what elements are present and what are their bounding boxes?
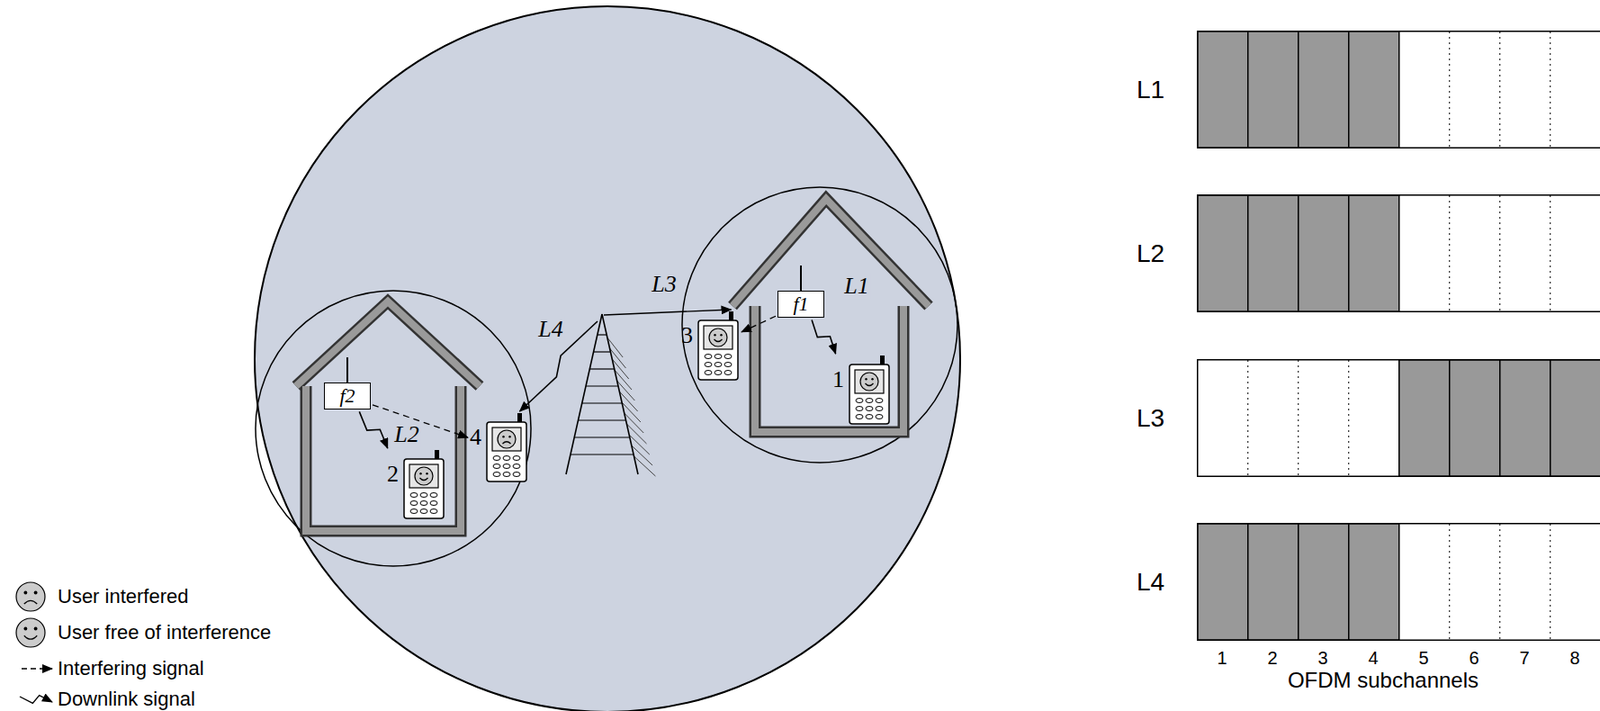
link-label: L1 — [842, 273, 871, 300]
subchannel-bar — [1196, 30, 1600, 149]
subchannel-row: L3 — [1129, 359, 1600, 477]
link-name: L2 — [1129, 239, 1197, 269]
macrocell-area — [254, 6, 961, 711]
femtocell-area — [682, 187, 958, 463]
subchannel-bar — [1196, 522, 1600, 641]
legend-sample — [19, 695, 53, 704]
subchannel-number: 6 — [1466, 647, 1481, 668]
link-name: L3 — [649, 271, 678, 298]
link-name: L4 — [1129, 567, 1197, 597]
subchannel-bar — [1196, 359, 1600, 477]
subchannel-row: L4 — [1129, 522, 1600, 641]
legend-samples — [16, 582, 53, 703]
subchannel-number: 1 — [1214, 647, 1229, 668]
link-label: L2 — [392, 422, 421, 449]
callout-number: 4 — [469, 425, 482, 450]
phone-icon — [696, 311, 740, 382]
legend-entry: Downlink signal — [57, 687, 196, 711]
subchannel-number: 3 — [1315, 647, 1330, 668]
legend-text: User interfered — [57, 584, 189, 608]
link-name: L1 — [1129, 75, 1197, 105]
subchannel-bar — [1196, 194, 1600, 313]
user-phone: 4 — [469, 413, 529, 484]
subchannel-number: 8 — [1567, 647, 1582, 668]
user-phone: 2 — [386, 449, 446, 521]
legend-text: Downlink signal — [57, 687, 196, 711]
femtocell-box: f1 — [777, 290, 825, 318]
user-phone: 1 — [832, 355, 891, 426]
house — [296, 301, 480, 531]
subchannel-number: 7 — [1517, 647, 1531, 668]
femtocell-box: f2 — [323, 382, 371, 410]
legend-entry: User interfered — [57, 584, 189, 609]
link-name: L4 — [536, 316, 565, 343]
callout-number: 3 — [681, 323, 693, 348]
femtocell-name: f1 — [792, 292, 809, 315]
callout-number: 2 — [386, 462, 399, 486]
subchannel-row: L1 — [1129, 30, 1600, 149]
subchannel-row: L2 — [1129, 194, 1600, 313]
axis-title: OFDM subchannels — [1285, 668, 1481, 693]
legend-text: User free of interference — [57, 620, 271, 644]
user-phone: 3 — [681, 311, 740, 382]
downlink-signal — [811, 319, 836, 354]
legend-text: Interfering signal — [57, 656, 205, 680]
phone-icon — [847, 355, 891, 426]
femtocell-name: f2 — [339, 384, 355, 407]
femto-antenna — [800, 265, 802, 291]
downlink-signal — [359, 411, 387, 449]
femto-antenna — [346, 357, 349, 383]
legend-sample — [16, 582, 45, 612]
house — [732, 198, 929, 432]
femtocell-area — [255, 290, 531, 567]
subchannel-number: 5 — [1416, 647, 1430, 668]
legend-entry: Interfering signal — [57, 656, 205, 681]
link-name: L3 — [1129, 404, 1197, 433]
phone-icon — [485, 413, 529, 484]
subchannel-number: 4 — [1366, 647, 1380, 668]
interfering-signal — [741, 315, 776, 333]
legend-sample — [21, 668, 53, 670]
subchannel-number: 2 — [1265, 647, 1279, 668]
phone-icon — [402, 449, 446, 521]
downlink-signal — [603, 309, 732, 315]
legend-sample — [16, 618, 45, 648]
legend-entry: User free of interference — [57, 620, 271, 645]
callout-number: 1 — [832, 368, 845, 392]
